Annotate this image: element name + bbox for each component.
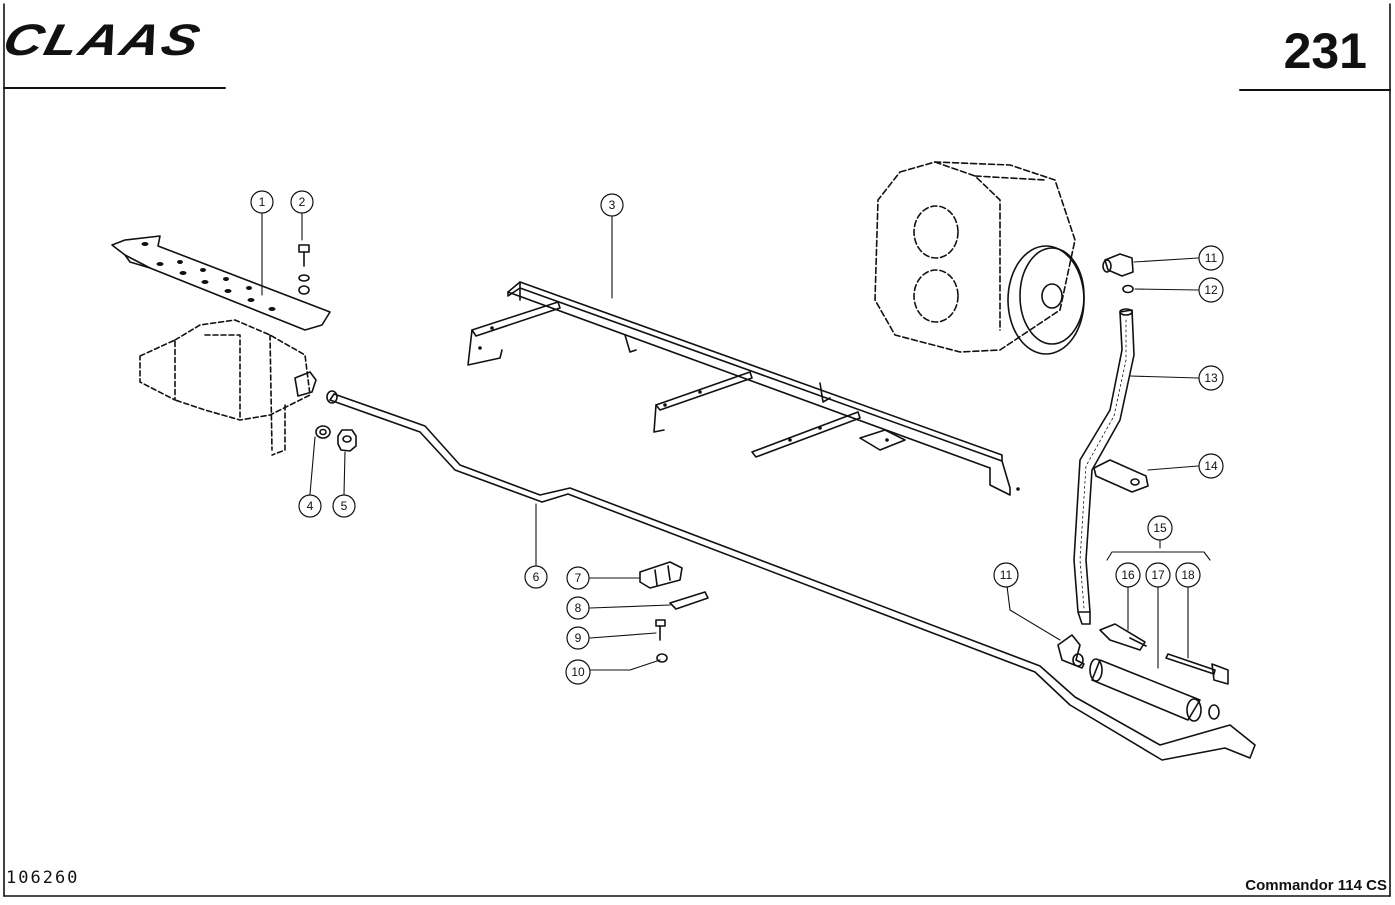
callout-6: 6 — [533, 570, 540, 584]
page-number: 231 — [1283, 23, 1367, 79]
union-nut-part — [337, 429, 357, 452]
callout-7: 7 — [575, 571, 582, 585]
engine-pump-outline — [874, 161, 1076, 353]
callout-3: 3 — [609, 198, 616, 212]
bracket-plate-part — [111, 235, 331, 331]
document-code: 106260 — [6, 868, 80, 888]
callout-1: 1 — [259, 195, 266, 209]
accumulator-part — [1089, 658, 1220, 722]
hose-clamp-part — [1093, 459, 1149, 493]
callout-16: 16 — [1121, 568, 1135, 582]
callout-14: 14 — [1204, 459, 1218, 473]
hose-part — [1073, 308, 1135, 625]
seal-ring-part — [315, 425, 331, 439]
control-valve-block — [139, 319, 311, 456]
callout-15: 15 — [1153, 521, 1167, 535]
callout-17: 17 — [1151, 568, 1165, 582]
o-ring-part — [1122, 284, 1134, 294]
callout-numbers: 1 2 3 4 5 6 7 8 9 10 11 12 13 14 11 15 1… — [259, 195, 1218, 679]
bolt-washer-part — [298, 244, 310, 295]
elbow-fitting-part — [1102, 253, 1134, 277]
clamp-nut-part — [656, 653, 668, 663]
charge-valve-part — [1099, 623, 1147, 651]
clamp-plate-part — [669, 591, 709, 610]
callout-4: 4 — [307, 499, 314, 513]
pump-pulley — [1007, 245, 1085, 355]
callout-9: 9 — [575, 631, 582, 645]
callout-8: 8 — [575, 601, 582, 615]
valve-fitting — [294, 371, 317, 397]
brand-logo: CLAAS — [0, 15, 207, 65]
callout-5: 5 — [341, 499, 348, 513]
pressure-pipe-part — [326, 390, 1256, 761]
callout-13: 13 — [1204, 371, 1218, 385]
screw-part — [1165, 653, 1229, 685]
callout-balloons — [250, 190, 1224, 685]
callout-11-lower: 11 — [1000, 568, 1013, 582]
sheet-frame — [3, 3, 1391, 897]
elbow-fitting-lower-part — [1057, 634, 1085, 669]
model-name: Commandor 114 CS — [1245, 877, 1387, 894]
mounting-rail-part — [467, 281, 1020, 496]
callout-18: 18 — [1181, 568, 1195, 582]
callout-12: 12 — [1204, 283, 1218, 297]
callout-10: 10 — [571, 665, 585, 679]
callout-2: 2 — [299, 195, 306, 209]
clamp-bolt-part — [655, 619, 666, 641]
leader-lines — [261, 212, 1211, 671]
pipe-clamp-part — [639, 561, 683, 589]
callout-11-upper: 11 — [1205, 251, 1218, 265]
